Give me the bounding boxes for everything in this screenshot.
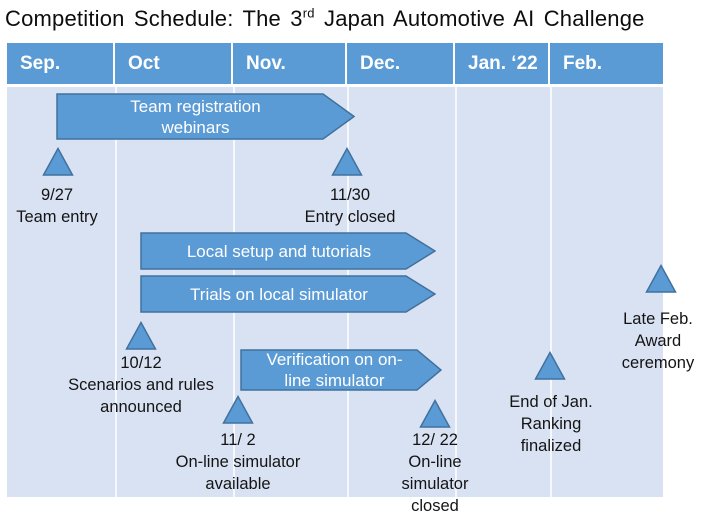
ranking-finalized-label: End of Jan. Ranking finalized bbox=[509, 391, 592, 457]
slide-title-suffix: Japan Automotive AI Challenge bbox=[314, 6, 645, 31]
banner-label-line: Local setup and tutorials bbox=[186, 241, 372, 261]
month-label: Dec. bbox=[360, 52, 401, 74]
trials-local-simulator-banner bbox=[140, 275, 436, 313]
month-header-jan-22: Jan. ‘22 bbox=[455, 43, 550, 84]
trials-local-simulator-banner-label: Trials on local simulator bbox=[140, 275, 418, 313]
milestone-label-line: Late Feb. bbox=[623, 310, 693, 328]
month-header-sep: Sep. bbox=[7, 43, 115, 84]
milestone-label-line: 9/27 bbox=[40, 186, 74, 204]
online-simulator-closed-marker bbox=[419, 399, 451, 428]
milestone-label-line: Entry closed bbox=[304, 208, 396, 226]
timeline-month-header: Sep. Oct Nov. Dec. Jan. ‘22 Feb. bbox=[7, 43, 663, 84]
banner-label-line: webinars bbox=[161, 117, 230, 137]
online-simulator-available-label: 11/ 2 On-line simulator available bbox=[176, 429, 301, 495]
column-divider bbox=[550, 87, 552, 497]
entry-closed-marker bbox=[331, 147, 363, 176]
milestone-label-line: Award bbox=[634, 332, 682, 350]
milestone-label-line: On-line simulator bbox=[175, 453, 301, 471]
slide-title-ordinal: rd bbox=[302, 5, 315, 21]
milestone-label-line: announced bbox=[100, 398, 182, 416]
award-ceremony-label: Late Feb. Award ceremony bbox=[622, 308, 694, 374]
verification-online-simulator-banner-label: Verification on on-line simulator bbox=[240, 349, 429, 391]
local-setup-tutorials-banner bbox=[140, 232, 436, 270]
milestone-label-line: Ranking bbox=[520, 415, 582, 433]
milestone-label-line: Team entry bbox=[16, 208, 98, 226]
column-divider bbox=[115, 87, 117, 497]
slide-title-prefix: Competition Schedule: The 3 bbox=[5, 6, 303, 31]
scenarios-rules-announced-marker bbox=[125, 321, 157, 350]
column-divider bbox=[455, 87, 457, 497]
banner-label-line: Trials on local simulator bbox=[190, 284, 368, 304]
ranking-finalized-marker bbox=[534, 351, 566, 380]
team-entry-marker bbox=[42, 147, 74, 176]
milestone-label-line: 11/30 bbox=[329, 186, 371, 204]
milestone-label-line: 12/ 22 bbox=[412, 431, 458, 449]
month-label: Oct bbox=[128, 52, 160, 74]
banner-label-line: Verification on on- bbox=[266, 350, 403, 369]
verification-online-simulator-banner bbox=[240, 349, 442, 391]
milestone-label-line: End of Jan. bbox=[509, 393, 593, 411]
banner-label-line: Team registration bbox=[130, 96, 261, 116]
team-registration-webinars-banner bbox=[56, 93, 355, 140]
online-simulator-available-marker bbox=[222, 395, 254, 424]
online-simulator-closed-label: 12/ 22 On-line simulator closed bbox=[402, 429, 469, 517]
banner-label-line: line simulator bbox=[284, 371, 385, 390]
slide-title: Competition Schedule: The 3rd Japan Auto… bbox=[5, 6, 645, 32]
month-label: Sep. bbox=[20, 52, 61, 74]
month-header-oct: Oct bbox=[115, 43, 233, 84]
milestone-label-line: ceremony bbox=[621, 354, 695, 372]
month-label: Jan. ‘22 bbox=[468, 52, 538, 74]
local-setup-tutorials-banner-label: Local setup and tutorials bbox=[140, 232, 418, 270]
award-ceremony-marker bbox=[645, 264, 677, 293]
month-label: Feb. bbox=[563, 52, 603, 74]
milestone-label-line: On-line bbox=[408, 453, 462, 471]
month-header-nov: Nov. bbox=[233, 43, 347, 84]
month-label: Nov. bbox=[246, 52, 286, 74]
milestone-label-line: finalized bbox=[520, 437, 582, 455]
month-header-dec: Dec. bbox=[347, 43, 455, 84]
milestone-label-line: available bbox=[205, 475, 271, 493]
milestone-label-line: Scenarios and rules bbox=[68, 376, 214, 394]
milestone-label-line: 10/12 bbox=[120, 354, 162, 372]
milestone-label-line: simulator bbox=[401, 475, 469, 493]
milestone-label-line: closed bbox=[411, 497, 459, 515]
month-header-feb: Feb. bbox=[550, 43, 663, 84]
milestone-label-line: 11/ 2 bbox=[220, 431, 256, 449]
